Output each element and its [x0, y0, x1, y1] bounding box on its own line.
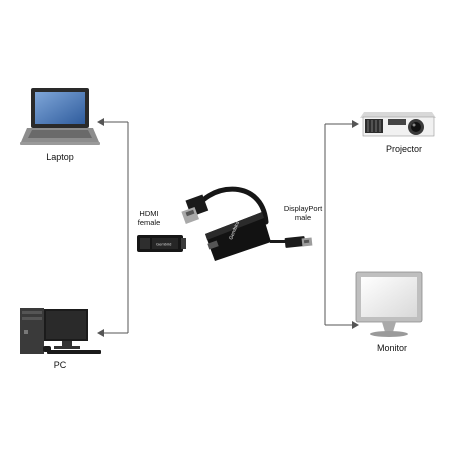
right-connection-lines — [324, 123, 352, 326]
displayport-male-connector — [270, 236, 313, 248]
arrow-to-laptop — [97, 118, 104, 126]
hdmi-brand-text: Gembird — [156, 242, 171, 247]
pc-label: PC — [53, 360, 67, 370]
arrow-to-monitor — [352, 321, 359, 329]
hdmi-female-label: HDMI female — [131, 209, 167, 227]
laptop-label: Laptop — [46, 152, 74, 162]
adapter-product-image: Gembird Gembird — [137, 186, 313, 261]
left-connection-lines — [104, 121, 129, 334]
monitor-icon — [355, 271, 423, 337]
pc-icon — [20, 308, 101, 354]
displayport-male-label: DisplayPort male — [276, 204, 330, 222]
adapter-body: Gembird — [205, 212, 271, 261]
projector-icon — [360, 112, 436, 137]
arrow-to-pc — [97, 329, 104, 337]
projector-label: Projector — [385, 144, 422, 154]
arrow-to-projector — [352, 120, 359, 128]
displayport-label-line2: male — [294, 213, 312, 222]
hdmi-label-line2: female — [137, 218, 161, 227]
monitor-label: Monitor — [376, 343, 407, 353]
laptop-icon — [20, 88, 100, 145]
hdmi-label-line1: HDMI — [139, 209, 159, 218]
displayport-plug — [181, 194, 209, 224]
hdmi-female-connector: Gembird — [137, 235, 186, 252]
displayport-label-line1: DisplayPort — [283, 204, 323, 213]
